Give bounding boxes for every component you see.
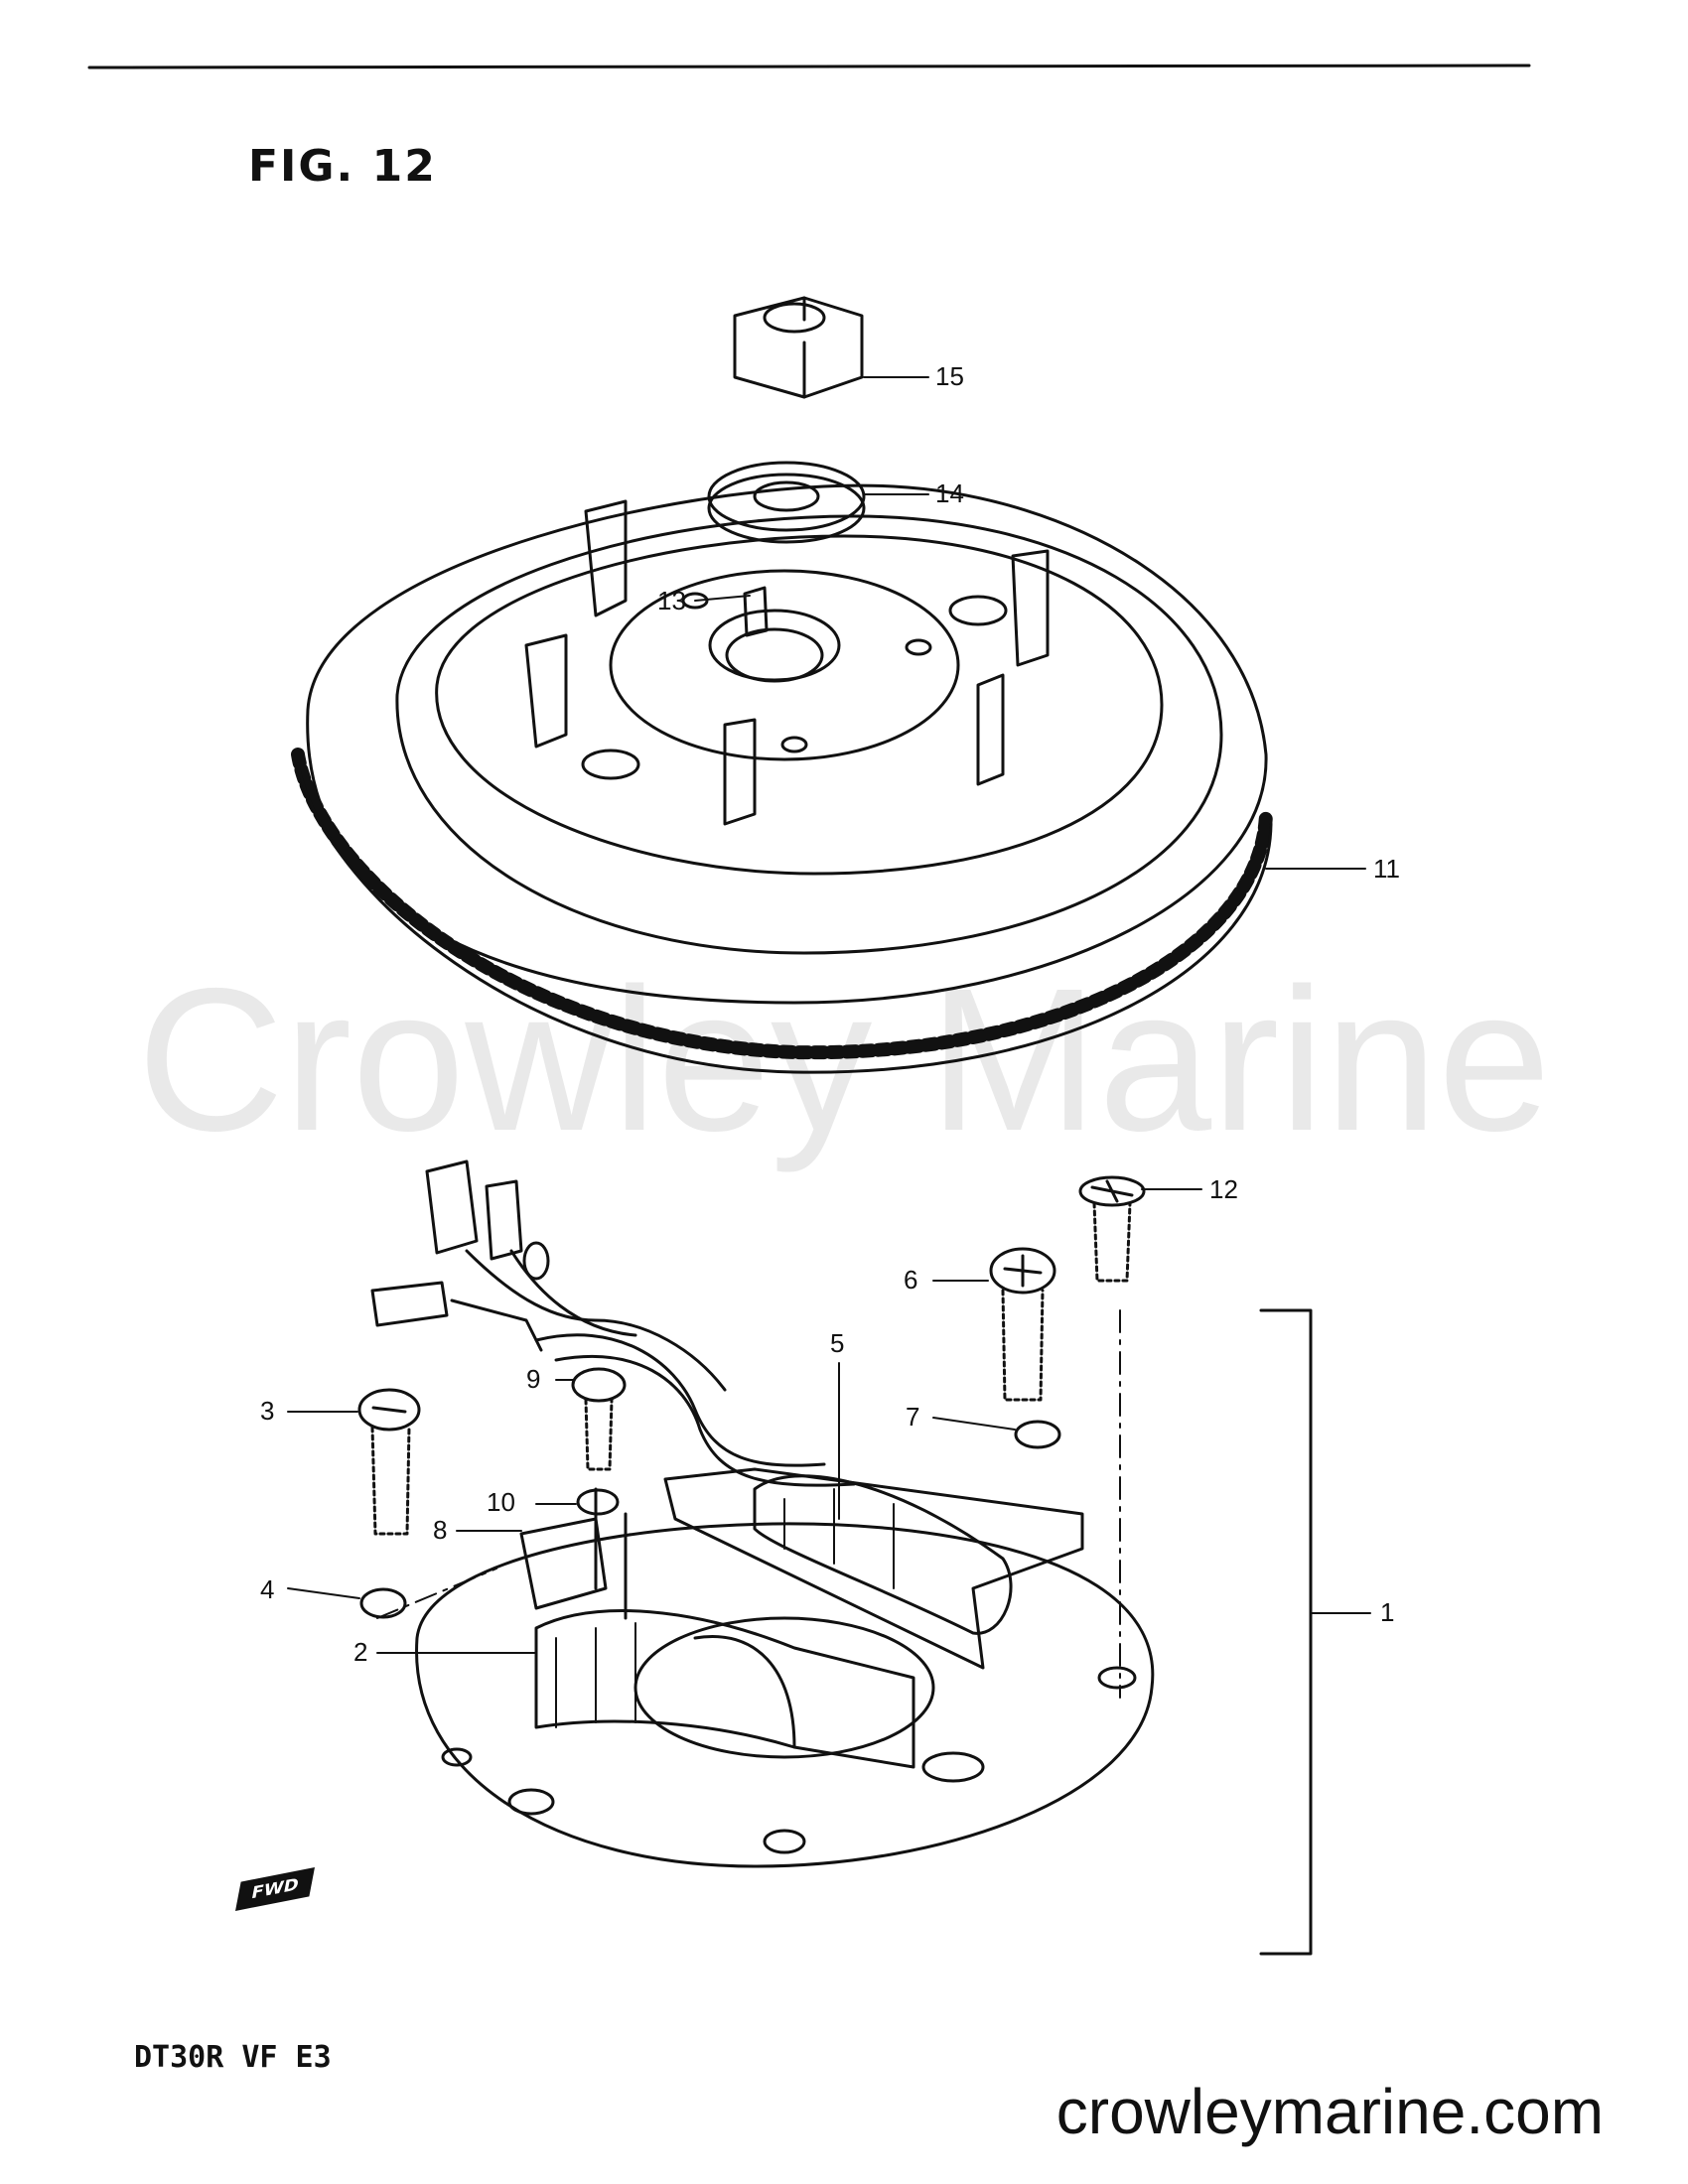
- watermark: Crowley Marine: [137, 946, 1551, 1173]
- callout-13: 13: [657, 586, 686, 615]
- stator-base-part: [415, 1522, 1155, 1868]
- callout-2: 2: [353, 1637, 368, 1667]
- model-code: DT30R VF E3: [134, 2040, 332, 2075]
- screw-part-3: [357, 1388, 421, 1536]
- washer-part: [707, 461, 866, 544]
- screw-part-12: [1078, 1175, 1146, 1283]
- callout-7: 7: [906, 1402, 920, 1432]
- lock-washer-4: [359, 1587, 407, 1619]
- callout-8: 8: [433, 1515, 448, 1545]
- callout-6: 6: [904, 1265, 918, 1295]
- callout-12: 12: [1209, 1174, 1238, 1204]
- assembly-bracket: [1259, 1308, 1313, 1956]
- callout-5: 5: [830, 1328, 845, 1358]
- screw-part-6: [989, 1247, 1056, 1402]
- alignment-lines: [376, 1309, 1121, 1699]
- ignition-coil-part: [663, 1467, 1084, 1670]
- callout-11: 11: [1373, 854, 1400, 884]
- screw-part-9: [571, 1367, 627, 1471]
- nut-part: [733, 296, 864, 399]
- charge-coil-part: [534, 1609, 915, 1769]
- callout-9: 9: [526, 1364, 541, 1394]
- header-rule: [87, 64, 1531, 69]
- washer-10: [576, 1488, 620, 1516]
- site-footer: crowleymarine.com: [1055, 2076, 1604, 2147]
- flywheel-part: [291, 483, 1273, 1074]
- callout-10: 10: [487, 1487, 515, 1517]
- callout-3: 3: [260, 1396, 275, 1426]
- callout-1: 1: [1380, 1597, 1395, 1627]
- callout-15: 15: [935, 361, 964, 391]
- callout-4: 4: [260, 1574, 275, 1604]
- leader-lines: [287, 376, 1371, 1654]
- lock-washer-7: [1014, 1420, 1061, 1449]
- callout-14: 14: [935, 478, 964, 508]
- wiring-harness: [370, 1160, 856, 1487]
- figure-title: FIG. 12: [248, 141, 437, 192]
